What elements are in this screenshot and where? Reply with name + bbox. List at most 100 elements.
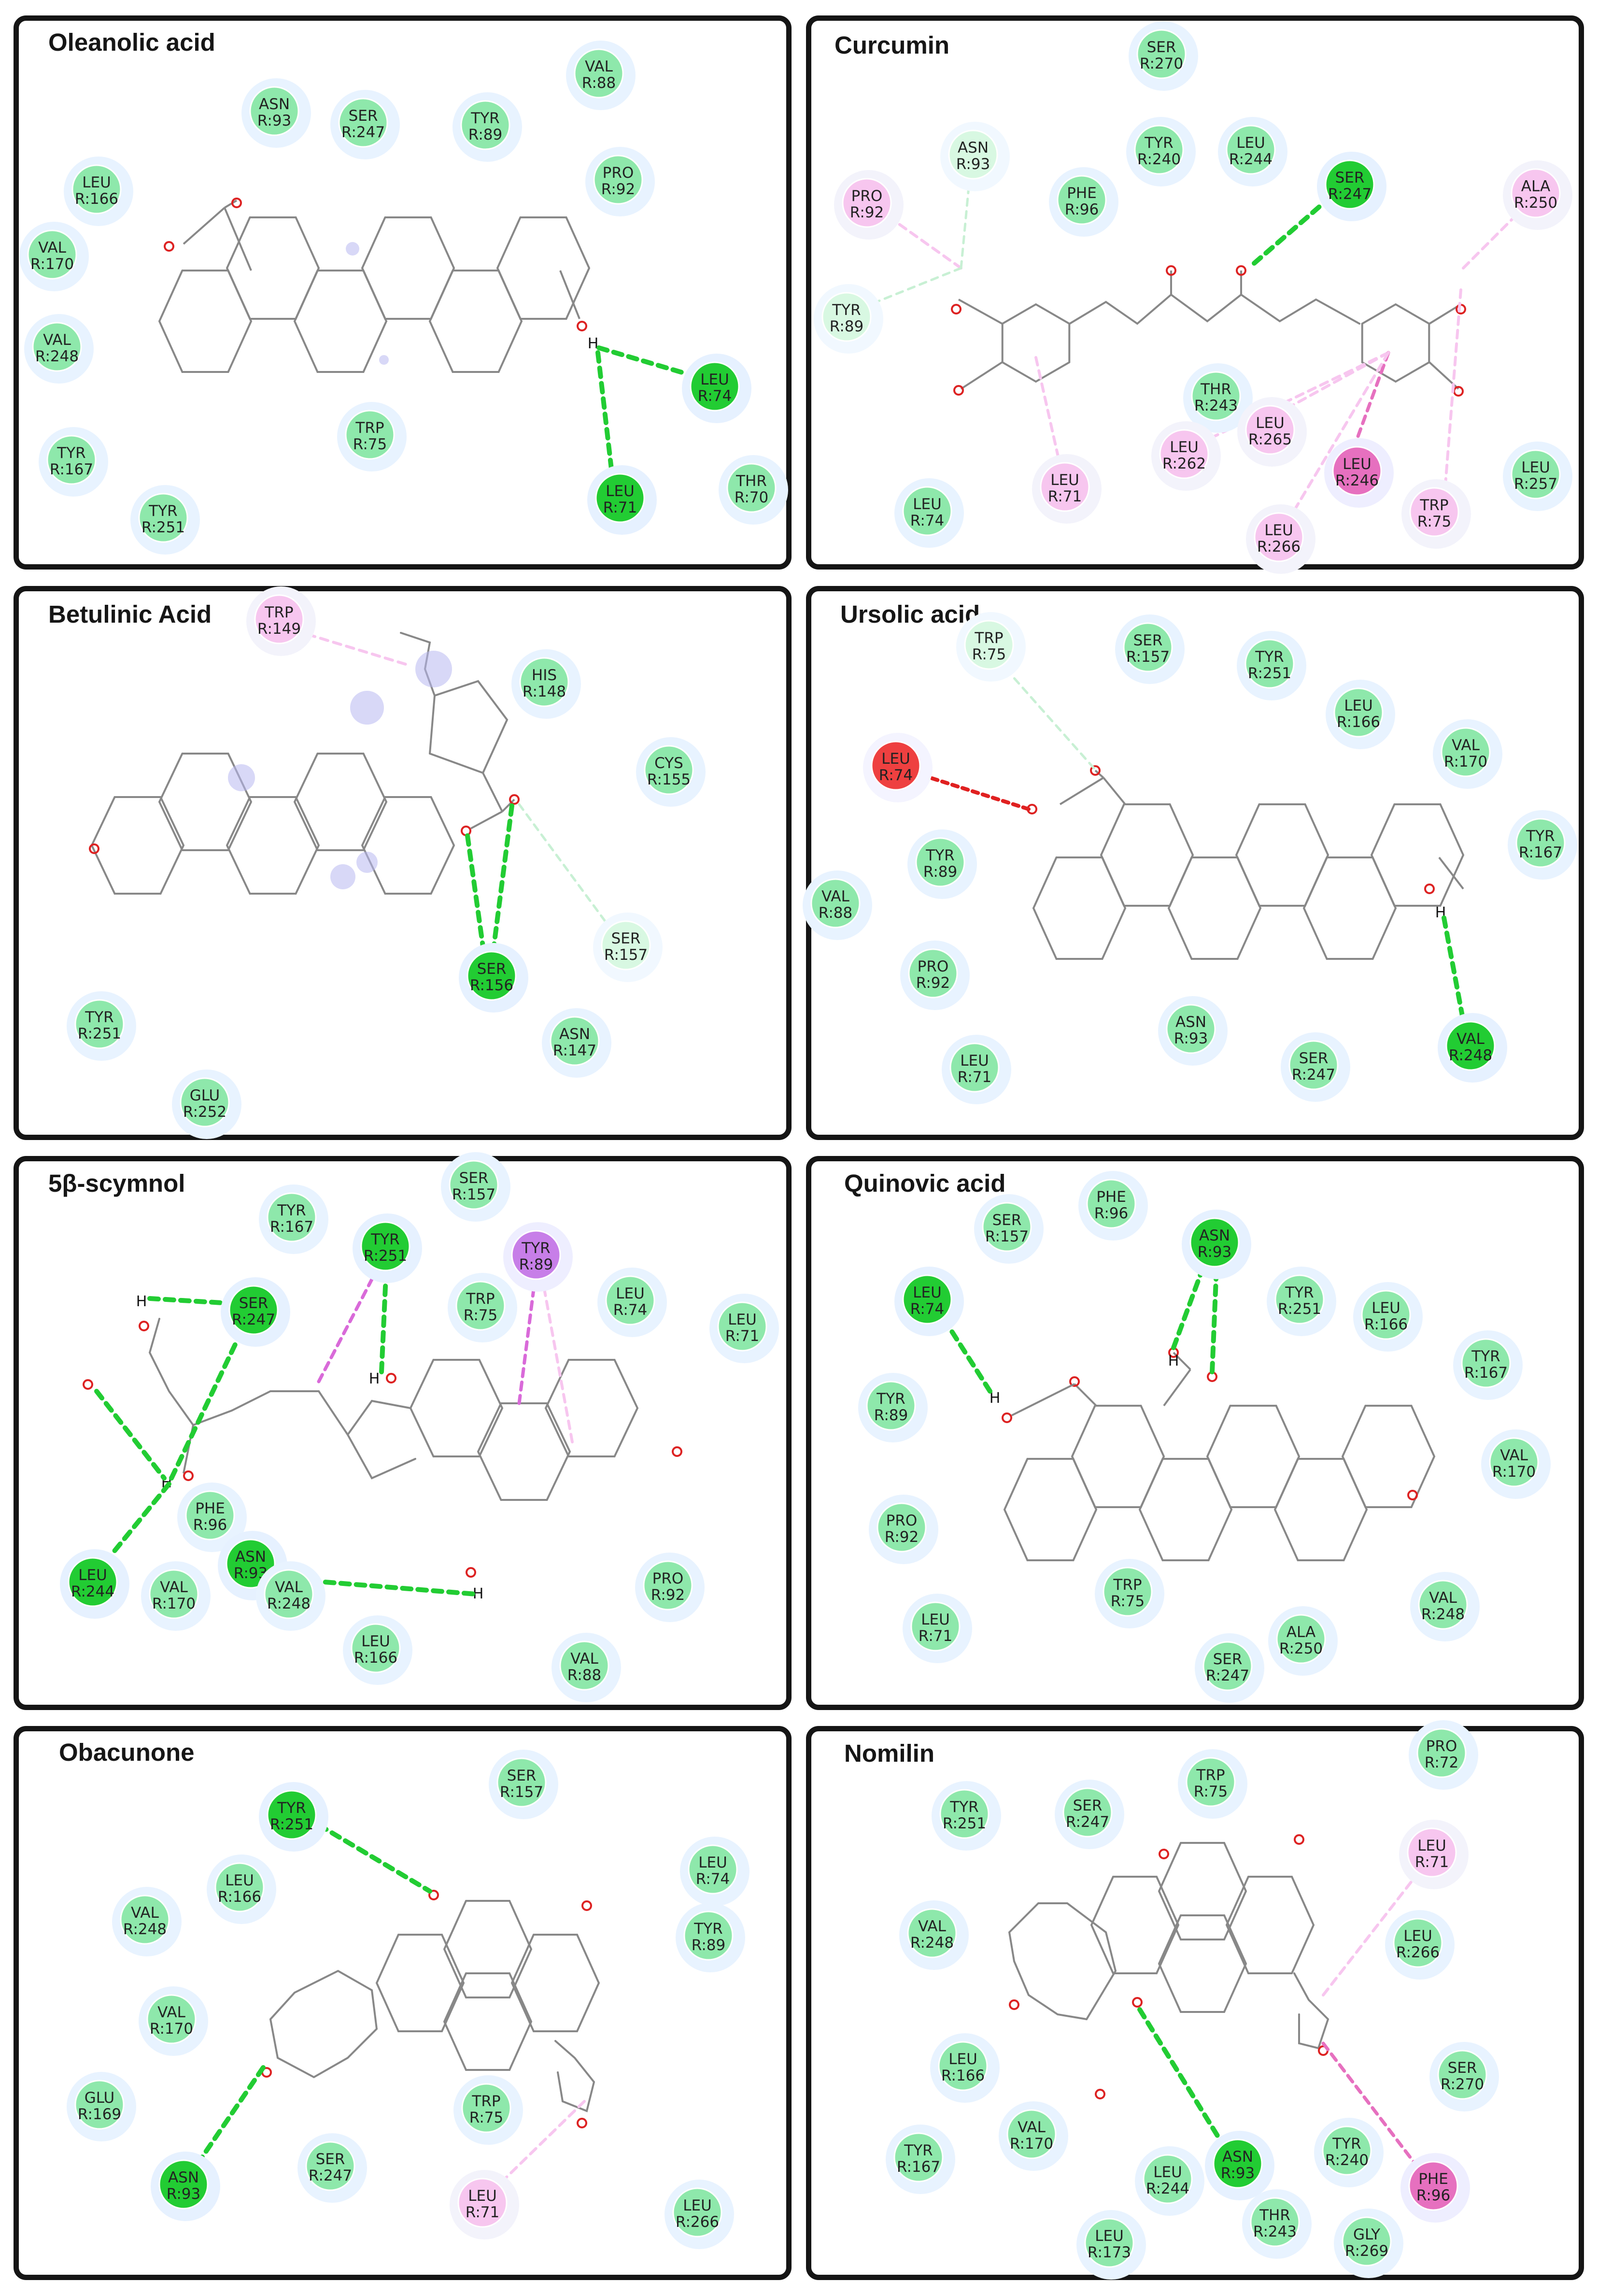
residue-disc	[910, 1601, 961, 1652]
ring-bond	[429, 680, 509, 774]
residue-number: R:252	[183, 1103, 226, 1121]
residue-name: ASN	[235, 1548, 266, 1566]
residue-disc	[1202, 1641, 1253, 1691]
residue-name: TYR	[470, 110, 499, 127]
residue-disc	[605, 1275, 655, 1326]
ring-bond	[428, 270, 523, 373]
residue-number: R:167	[1519, 844, 1562, 861]
alkyl-line	[1201, 351, 1390, 443]
residue-number: R:250	[1514, 194, 1557, 212]
bond	[1103, 777, 1126, 805]
residue-name: SER	[1448, 2059, 1477, 2077]
bond	[1438, 856, 1464, 890]
hbond-line	[188, 2065, 266, 2176]
bond	[1428, 303, 1462, 325]
hydrogen-atom: H	[990, 1390, 1001, 1407]
hbond-line	[94, 1389, 167, 1481]
residue-disc	[1274, 1274, 1325, 1325]
panel-title: Ursolic acid	[840, 600, 980, 628]
residue-name: HIS	[532, 667, 557, 684]
panel-title: Betulinic Acid	[48, 600, 212, 628]
residue-name: LEU	[1344, 697, 1373, 714]
residue-disc	[866, 1381, 916, 1431]
residue-disc	[1062, 1787, 1113, 1838]
residue-disc	[1418, 1580, 1468, 1630]
chain-bond	[1069, 293, 1360, 325]
residue-name: CYS	[654, 755, 683, 772]
residue-name: THR	[735, 472, 767, 490]
residue-number: R:248	[35, 348, 79, 365]
residue-disc	[1333, 687, 1384, 738]
residue-number: R:155	[647, 771, 691, 788]
ring-bond	[1341, 1405, 1436, 1508]
ring-bond	[1138, 1458, 1233, 1561]
residue-disc	[938, 2041, 988, 2091]
ring-bond	[226, 216, 320, 320]
residue-number: R:248	[267, 1595, 311, 1612]
ring-bond	[1273, 1458, 1368, 1561]
residue-number: R:244	[1146, 2180, 1189, 2197]
residue-number: R:92	[916, 974, 950, 992]
residue-number: R:248	[123, 1921, 167, 1938]
residue-name: LEU	[1521, 459, 1550, 476]
ligand-ursolic-acid: H	[913, 660, 1468, 1036]
residue-number: R:72	[1425, 1754, 1458, 1771]
pi-sigma-line	[317, 1259, 383, 1383]
residue-name: TRP	[466, 1290, 495, 1308]
residue-disc	[1159, 429, 1209, 479]
residue-disc	[1103, 1567, 1153, 1617]
ligand-curcumin	[863, 165, 1525, 528]
residue-disc	[1245, 405, 1295, 455]
residue-name: TRP	[1419, 497, 1448, 514]
residue-name: TYR	[904, 2142, 933, 2159]
ring-bond	[1370, 803, 1465, 907]
residue-number: R:166	[354, 1649, 397, 1667]
residue-number: R:71	[466, 2204, 499, 2221]
residue-name: TYR	[277, 1202, 306, 1219]
residue-disc	[68, 1557, 118, 1607]
ring-bond	[409, 1359, 504, 1457]
residue-disc	[717, 1301, 767, 1352]
aromatic-ring	[1001, 303, 1071, 383]
residue-number: R:251	[270, 1816, 313, 1833]
residue-disc	[1250, 2197, 1300, 2247]
residue-number: R:246	[1335, 472, 1379, 489]
residue-disc	[1511, 449, 1561, 499]
atom-blob	[415, 651, 452, 687]
oxygen-atom	[581, 1900, 592, 1911]
residue-number: R:166	[75, 190, 118, 208]
residue-number: R:74	[879, 767, 913, 784]
ring-bond	[1032, 856, 1127, 960]
residue-name: LEU	[913, 1284, 942, 1301]
residue-name: SER	[1213, 1651, 1243, 1668]
residue-number: R:248	[910, 1934, 954, 1952]
residue-disc	[1407, 1827, 1457, 1878]
residue-number: R:243	[1194, 397, 1238, 414]
residue-number: R:96	[1416, 2187, 1450, 2204]
residue-name: TYR	[1285, 1284, 1314, 1301]
residue-number: R:92	[651, 1586, 685, 1604]
residue-name: ASN	[559, 1026, 590, 1043]
residue-name: VAL	[1018, 2119, 1046, 2136]
residue-number: R:240	[1137, 151, 1181, 168]
alkyl-line	[539, 1269, 574, 1443]
residue-number: R:93	[956, 156, 990, 173]
